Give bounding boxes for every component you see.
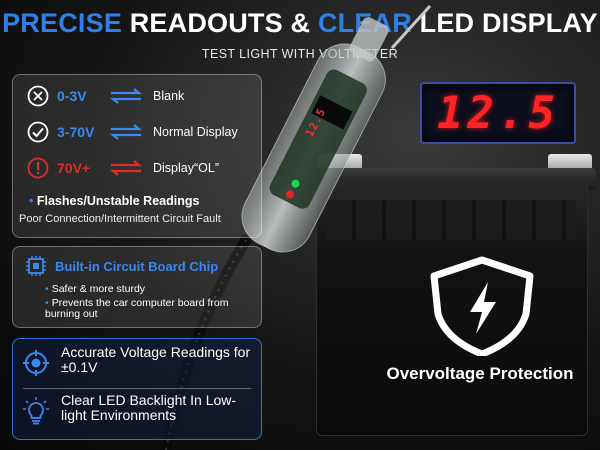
range-desc: Blank [153,89,185,103]
x-circle-icon [27,85,49,107]
double-arrow-icon [109,160,143,176]
led-display: 12.5 [420,82,576,144]
range-row-70v-plus: 70V+ Display“OL” [27,157,259,179]
chip-icon [26,256,46,276]
bullet-dot: • [45,283,49,295]
overvoltage-protection-label: Overvoltage Protection [386,364,574,383]
page-title: PRECISE READOUTS & CLEAR LED DISPLAY [0,8,600,39]
chip-title-row: Built-in Circuit Board Chip [25,255,218,277]
led-reading: 12.5 [437,87,559,139]
flashes-title-text: Flashes/Unstable Readings [36,194,200,208]
double-arrow-icon [109,124,143,140]
circuit-chip-panel: Built-in Circuit Board Chip •Safer & mor… [12,246,262,328]
range-value: 0-3V [57,88,87,104]
subtitle: TEST LIGHT WITH VOLTMETER [201,47,399,61]
divider [23,388,251,389]
probe-display-reading: 12.5 [303,105,329,139]
feature-item: Accurate Voltage Readings for ±0.1V [23,345,259,377]
battery-terminal [548,154,592,172]
features-panel: Accurate Voltage Readings for ±0.1V Clea… [12,338,262,440]
title-highlight-precise: PRECISE [2,8,123,38]
lightbulb-icon [23,397,49,425]
title-end: LED DISPLAY [411,8,598,38]
chip-bullet: •Prevents the car computer board from bu… [45,298,255,320]
chip-bullet: •Safer & more sturdy [45,284,255,295]
chip-title: Built-in Circuit Board Chip [55,258,219,274]
title-middle: READOUTS & [122,8,318,38]
title-highlight-clear: CLEAR [317,8,412,38]
range-value: 3-70V [57,124,95,140]
range-value: 70V+ [57,160,91,176]
exclamation-circle-icon [27,157,49,179]
range-row-3-70v: 3-70V Normal Display [27,121,259,143]
battery-ribs [326,200,576,240]
double-arrow-icon [109,88,143,104]
flashes-desc: Poor Connection/Intermittent Circuit Fau… [19,213,221,225]
range-row-0-3v: 0-3V Blank [27,85,259,107]
feature-text: Accurate Voltage Readings for ±0.1V [61,344,251,375]
bullet-dot: • [45,297,49,309]
voltage-range-panel: 0-3V Blank 3-70V Normal Display [12,74,262,238]
range-desc: Display“OL” [153,161,219,175]
bullet-dot: • [29,194,34,208]
range-desc: Normal Display [153,125,238,139]
check-circle-icon [27,121,49,143]
feature-item: Clear LED Backlight In Low-light Environ… [23,393,259,425]
target-icon [23,350,49,376]
chip-bullet-text: Safer & more sturdy [51,283,146,295]
chip-bullet-text: Prevents the car computer board from bur… [45,297,229,320]
flashes-title: • Flashes/Unstable Readings [29,194,199,208]
feature-text: Clear LED Backlight In Low-light Environ… [61,392,237,423]
lightning-shield-icon [430,256,534,356]
